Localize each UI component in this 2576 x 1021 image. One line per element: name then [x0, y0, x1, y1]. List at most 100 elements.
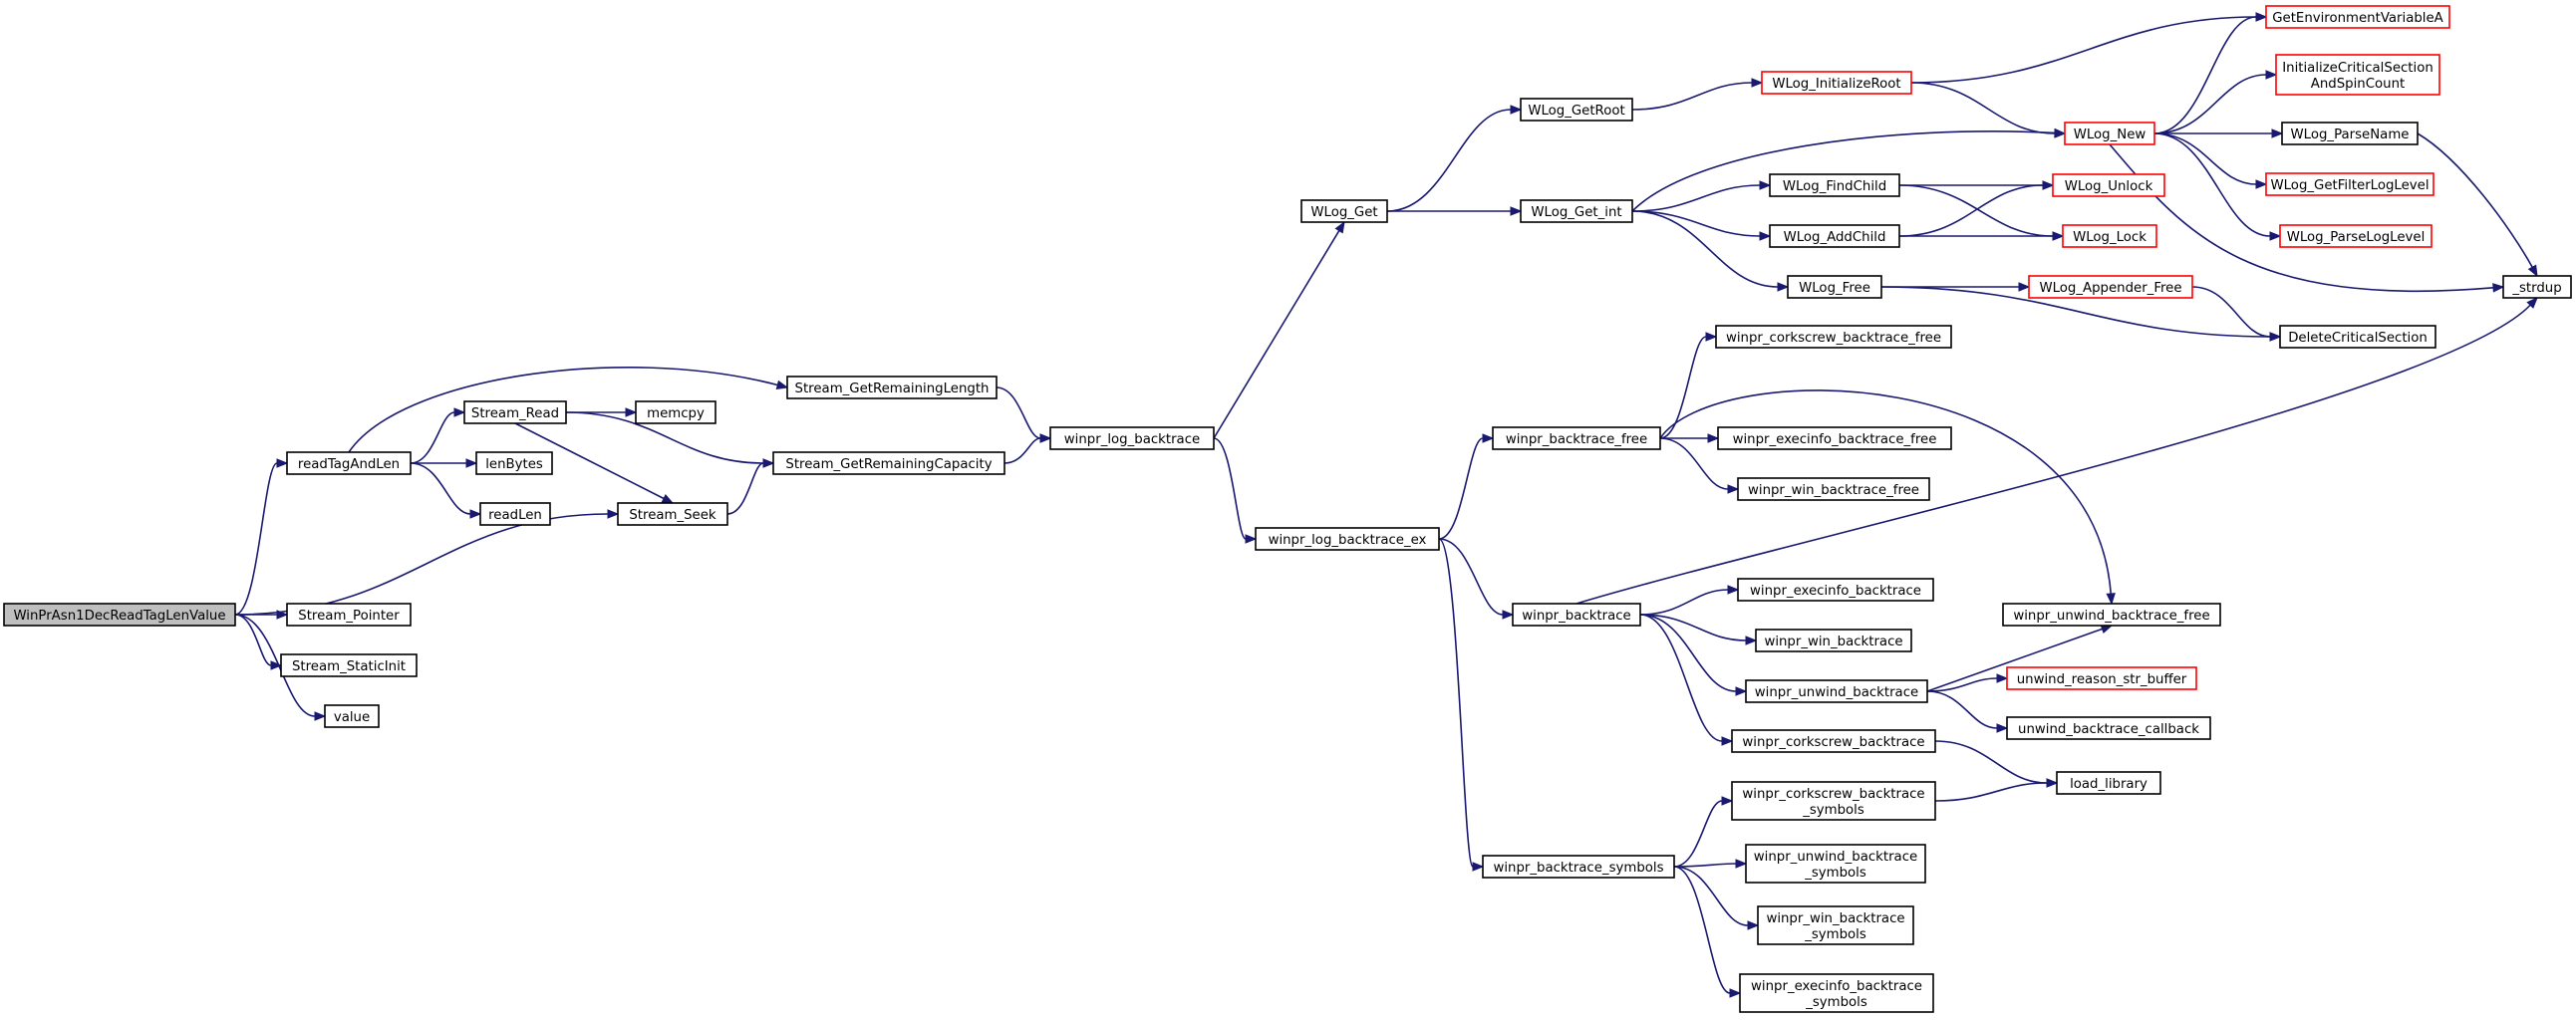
node-wlog-getroot[interactable]: WLog_GetRoot	[1520, 98, 1633, 122]
node-box	[1745, 679, 1928, 703]
node-stream-staticinit[interactable]: Stream_StaticInit	[280, 653, 418, 677]
node-box	[1717, 426, 1952, 450]
node-winpr-corkscrew-backtrace-free[interactable]: winpr_corkscrew_backtrace_free	[1715, 325, 1952, 349]
edge-readTagAndLen-to-Stream_GetRemainingLength	[348, 367, 789, 453]
edge-WLog_New-to-InitializeCriticalSectionAndSpinCount	[2153, 70, 2278, 134]
node-label: winpr_backtrace_free	[1506, 432, 1647, 447]
node-label: GetEnvironmentVariableA	[2272, 11, 2443, 26]
node-winpr-unwind-backtrace-symbols[interactable]: winpr_unwind_backtrace_symbols	[1745, 844, 1926, 884]
node-box	[2064, 122, 2155, 145]
node-box	[2279, 224, 2433, 248]
arrowhead-icon	[1777, 282, 1790, 292]
edge-line	[1386, 109, 1512, 212]
node-stream-pointer[interactable]: Stream_Pointer	[286, 603, 412, 627]
node-wlog-initializeroot[interactable]: WLog_InitializeRoot	[1761, 71, 1912, 95]
node-deletecriticalsection[interactable]: DeleteCriticalSection	[2279, 325, 2436, 349]
arrowhead-icon	[762, 458, 775, 468]
node-stream-getremaininglength[interactable]: Stream_GetRemainingLength	[786, 376, 998, 399]
edge-root-to-Stream_StaticInit	[234, 614, 283, 670]
call-edges	[234, 12, 2538, 998]
node-label: WLog_Lock	[2073, 230, 2147, 245]
node-lenbytes[interactable]: lenBytes	[475, 451, 553, 475]
node-winpr-execinfo-backtrace-symbols[interactable]: winpr_execinfo_backtrace_symbols	[1739, 973, 1934, 1013]
arrowhead-icon	[1759, 231, 1772, 241]
node-readtagandlen[interactable]: readTagAndLen	[286, 451, 412, 475]
edge-line	[1673, 866, 1731, 994]
node-load-library[interactable]: load_library	[2056, 771, 2161, 795]
node-wlog-parseloglevel[interactable]: WLog_ParseLogLevel	[2279, 224, 2433, 248]
node-box	[1769, 173, 1900, 197]
node-wlog-addchild[interactable]: WLog_AddChild	[1769, 224, 1900, 248]
edge-WLog_Get_int-to-WLog_Free	[1631, 210, 1790, 292]
node-unwind-reason-str-buffer[interactable]: unwind_reason_str_buffer	[2006, 666, 2197, 690]
node-label: _symbols	[1805, 995, 1867, 1010]
arrowhead-icon	[314, 711, 327, 721]
arrowhead-icon	[2018, 282, 2031, 292]
node-wlog-get-int[interactable]: WLog_Get_int	[1520, 199, 1633, 223]
arrowhead-icon	[1707, 433, 1720, 443]
node-winpr-log-backtrace[interactable]: winpr_log_backtrace	[1049, 426, 1215, 450]
node-stream-read[interactable]: Stream_Read	[463, 400, 567, 424]
node-wlog-lock[interactable]: WLog_Lock	[2062, 224, 2157, 248]
edge-winpr_backtrace_free-to-winpr_unwind_backtrace_free	[1659, 389, 2116, 606]
node-stream-seek[interactable]: Stream_Seek	[617, 502, 728, 526]
node-winpr-unwind-backtrace-free[interactable]: winpr_unwind_backtrace_free	[2002, 603, 2221, 627]
node-wlog-free[interactable]: WLog_Free	[1787, 275, 1882, 299]
node-winpr-log-backtrace-ex[interactable]: winpr_log_backtrace_ex	[1255, 527, 1440, 551]
node-label: AndSpinCount	[2311, 77, 2405, 92]
edge-line	[234, 462, 278, 616]
node-memcpy[interactable]: memcpy	[635, 400, 716, 424]
node-getenvironmentvariablea[interactable]: GetEnvironmentVariableA	[2265, 5, 2450, 29]
node-winpr-execinfo-backtrace[interactable]: winpr_execinfo_backtrace	[1737, 578, 1934, 602]
edge-winpr_backtrace_symbols-to-winpr_execinfo_backtrace_symbols	[1673, 866, 1742, 998]
node-label: winpr_log_backtrace_ex	[1269, 533, 1427, 548]
edge-line	[1639, 589, 1729, 616]
node-winpr-corkscrew-backtrace[interactable]: winpr_corkscrew_backtrace	[1731, 729, 1936, 753]
node-winpr-win-backtrace-free[interactable]: winpr_win_backtrace_free	[1737, 477, 1930, 501]
node-box	[1049, 426, 1215, 450]
node-winpr-unwind-backtrace[interactable]: winpr_unwind_backtrace	[1745, 679, 1928, 703]
node-label: Stream_GetRemainingCapacity	[785, 457, 992, 472]
node-wlog-appender-free[interactable]: WLog_Appender_Free	[2028, 275, 2193, 299]
node-label: WLog_Free	[1799, 281, 1870, 296]
node-label: winpr_win_backtrace	[1764, 635, 1902, 649]
edge-readTagAndLen-to-Stream_Read	[410, 407, 466, 464]
node-stream-getremainingcapacity[interactable]: Stream_GetRemainingCapacity	[772, 451, 1005, 475]
node-label: unwind_reason_str_buffer	[2017, 672, 2187, 687]
edge-WLog_New-to-_strdup	[2109, 143, 2505, 293]
node-unwind-backtrace-callback[interactable]: unwind_backtrace_callback	[2006, 716, 2211, 740]
node-box	[2028, 275, 2193, 299]
edge-WLog_New-to-GetEnvironmentVariableA	[2153, 12, 2268, 134]
arrowhead-icon	[1482, 433, 1495, 443]
node-winpr-corkscrew-backtrace-symbols[interactable]: winpr_corkscrew_backtrace_symbols	[1731, 781, 1936, 821]
node-label: readLen	[488, 508, 542, 523]
node--strdup[interactable]: _strdup	[2502, 275, 2572, 299]
arrowhead-icon	[1735, 859, 1748, 869]
arrowhead-icon	[2052, 231, 2065, 241]
edge-line	[1926, 690, 1998, 729]
node-winpr-backtrace-free[interactable]: winpr_backtrace_free	[1492, 426, 1661, 450]
node-label: WLog_Get_int	[1531, 205, 1621, 220]
node-label: InitializeCriticalSection	[2282, 61, 2433, 76]
node-label: winpr_unwind_backtrace	[1754, 850, 1917, 865]
node-winpr-backtrace-symbols[interactable]: winpr_backtrace_symbols	[1482, 855, 1675, 879]
node-winpr-win-backtrace-symbols[interactable]: winpr_win_backtrace_symbols	[1757, 905, 1914, 945]
node-wlog-get[interactable]: WLog_Get	[1300, 199, 1388, 223]
node-winpr-win-backtrace[interactable]: winpr_win_backtrace	[1755, 629, 1912, 652]
node-value[interactable]: value	[324, 704, 380, 728]
node-wlog-findchild[interactable]: WLog_FindChild	[1769, 173, 1900, 197]
node-wlog-parsename[interactable]: WLog_ParseName	[2281, 122, 2419, 145]
node-readlen[interactable]: readLen	[479, 502, 551, 526]
node-box	[786, 376, 998, 399]
node-label: WLog_InitializeRoot	[1772, 77, 1900, 92]
node-label: winpr_execinfo_backtrace	[1751, 979, 1922, 994]
node-wlog-new[interactable]: WLog_New	[2064, 122, 2155, 145]
node-winpr-execinfo-backtrace-free[interactable]: winpr_execinfo_backtrace_free	[1717, 426, 1952, 450]
edge-winpr_backtrace-to-_strdup	[1575, 297, 2538, 605]
node-winpr-backtrace[interactable]: winpr_backtrace	[1512, 603, 1641, 627]
node-wlog-unlock[interactable]: WLog_Unlock	[2052, 173, 2165, 197]
node-box	[1769, 224, 1900, 248]
node-wlog-getfilterloglevel[interactable]: WLog_GetFilterLogLevel	[2265, 172, 2434, 196]
